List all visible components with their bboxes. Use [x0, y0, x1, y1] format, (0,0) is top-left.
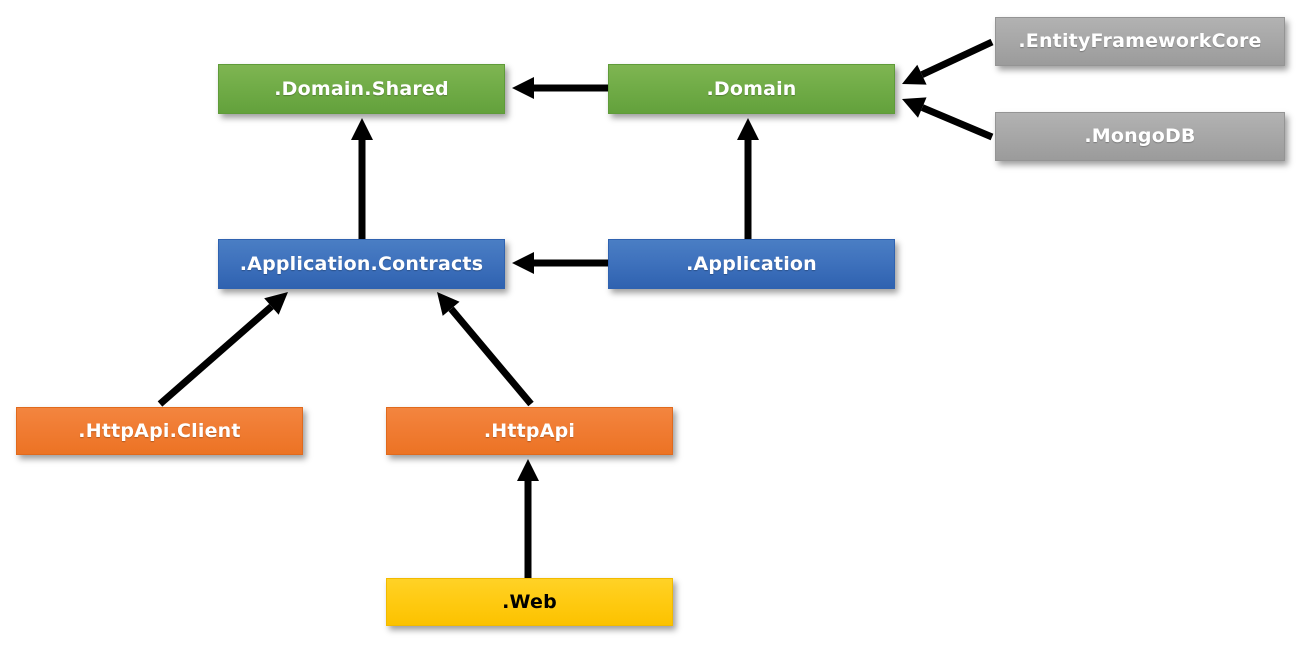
node-httpapi[interactable]: .HttpApi [386, 407, 673, 455]
dependency-arrow [437, 292, 534, 407]
dependency-arrow [512, 77, 608, 99]
dependency-arrow [351, 118, 373, 239]
node-label: .HttpApi.Client [78, 419, 241, 442]
dependency-arrow [737, 118, 759, 239]
node-label: .MongoDB [1084, 125, 1196, 147]
node-application-contracts[interactable]: .Application.Contracts [218, 239, 505, 289]
node-domain[interactable]: .Domain [608, 64, 895, 114]
node-label: .Domain.Shared [274, 77, 449, 100]
dependency-arrow [157, 292, 288, 407]
node-label: .Application [686, 252, 817, 275]
dependency-arrow [512, 252, 608, 274]
node-mongodb[interactable]: .MongoDB [995, 112, 1285, 161]
node-httpapi-client[interactable]: .HttpApi.Client [16, 407, 303, 455]
node-label: .Domain [706, 77, 797, 100]
node-label: .HttpApi [483, 419, 576, 442]
dependency-arrow [902, 97, 994, 141]
node-domain-shared[interactable]: .Domain.Shared [218, 64, 505, 114]
node-entityframeworkcore[interactable]: .EntityFrameworkCore [995, 17, 1285, 66]
dependency-arrow [517, 459, 539, 578]
node-label: .EntityFrameworkCore [1018, 30, 1262, 52]
node-label: .Web [502, 590, 557, 613]
dependency-arrow [902, 38, 994, 85]
node-label: .Application.Contracts [239, 252, 484, 275]
node-web[interactable]: .Web [386, 578, 673, 626]
node-application[interactable]: .Application [608, 239, 895, 289]
